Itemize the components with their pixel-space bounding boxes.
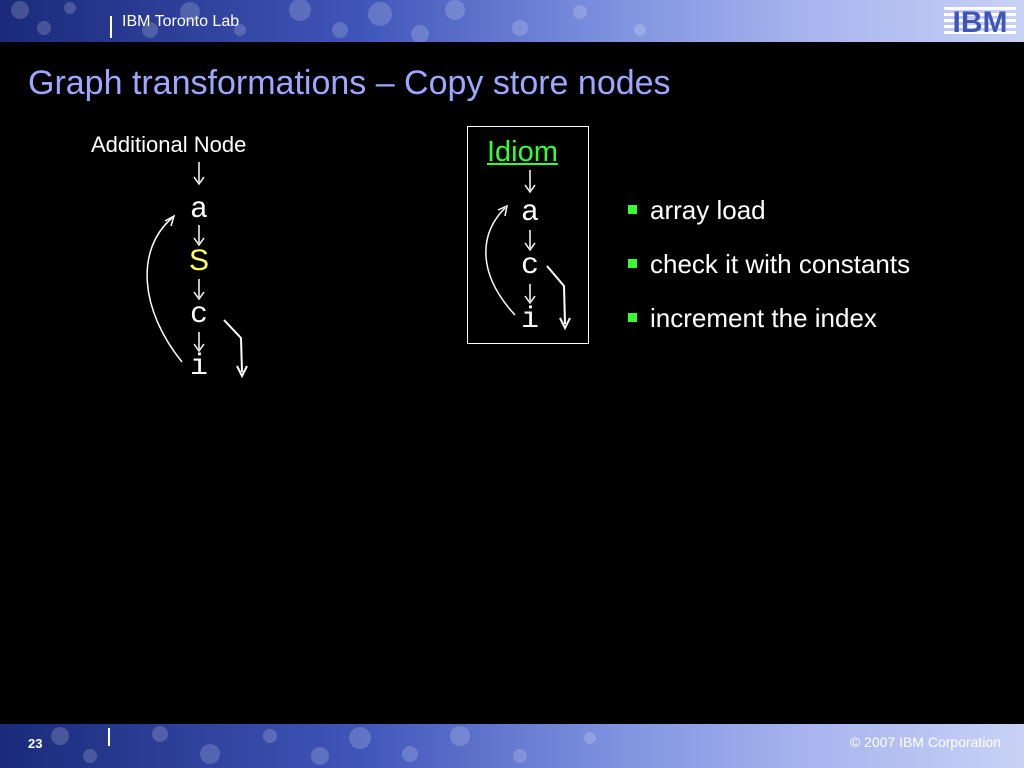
footer-bar <box>0 724 1024 768</box>
loop-back-arrow-icon <box>146 217 183 363</box>
down-arrow-icon <box>193 279 205 301</box>
header-separator <box>110 16 112 38</box>
ibm-logo: IBM <box>944 6 1016 37</box>
idiom-node-c: c <box>520 249 539 283</box>
lab-name: IBM Toronto Lab <box>122 13 240 30</box>
decorative-dot-pattern <box>51 726 596 765</box>
additional-node-label: Additional Node <box>91 132 247 157</box>
idiom-title: Idiom <box>487 136 558 168</box>
bent-down-arrow-icon <box>546 265 566 325</box>
down-arrow-icon <box>524 230 536 252</box>
node-i: i <box>189 350 208 384</box>
node-c: c <box>189 298 208 332</box>
node-a: a <box>189 193 208 227</box>
footer-separator <box>108 728 110 746</box>
node-s: S <box>188 244 209 277</box>
ibm-logo-text: IBM <box>953 6 1008 37</box>
loop-back-arrow-icon <box>485 207 516 316</box>
idiom-box <box>467 126 589 344</box>
down-arrow-icon <box>193 225 205 247</box>
down-arrow-icon <box>524 284 536 305</box>
bullet-item: increment the index <box>626 302 910 356</box>
square-bullet-icon <box>628 313 637 322</box>
decorative-dot-pattern <box>11 0 646 42</box>
square-bullet-icon <box>628 205 637 214</box>
square-bullet-icon <box>628 259 637 268</box>
bullet-item: array load <box>626 194 910 248</box>
page-number: 23 <box>28 736 43 751</box>
down-arrow-icon <box>524 170 536 194</box>
header-bar: IBM Toronto Lab IBM <box>0 0 1024 42</box>
idiom-node-i: i <box>520 303 539 337</box>
down-arrow-icon <box>193 162 205 186</box>
bent-down-arrow-icon <box>223 319 243 373</box>
down-arrow-icon <box>193 332 205 353</box>
slide-title: Graph transformations – Copy store nodes <box>28 64 671 102</box>
bullet-list: array load check it with constants incre… <box>626 194 910 356</box>
copyright-text: © 2007 IBM Corporation <box>849 734 1001 750</box>
bullet-item: check it with constants <box>626 248 910 302</box>
idiom-node-a: a <box>520 196 539 230</box>
